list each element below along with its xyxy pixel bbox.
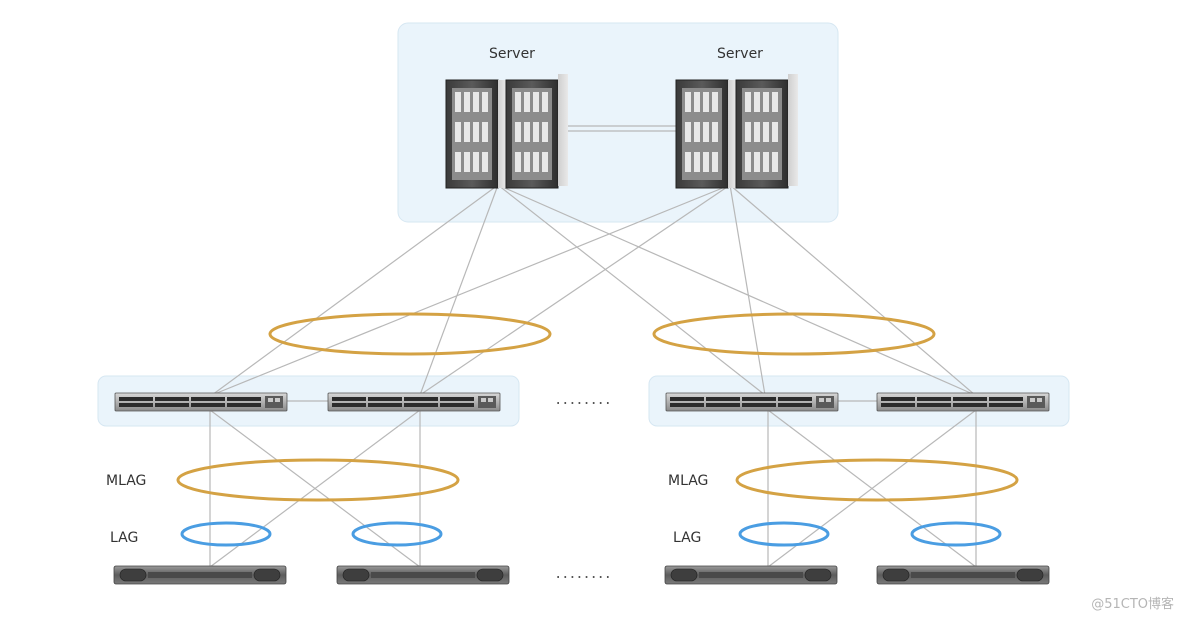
server-left-label: Server [489,46,535,62]
storage-4-icon [876,565,1050,585]
lag-right-label: LAG [673,530,701,546]
switch-1-icon [114,392,288,412]
lag-ring-2 [351,521,443,547]
server-right-label: Server [717,46,763,62]
server-right-icon [675,73,799,189]
lag-ring-3 [738,521,830,547]
mlag-ring-lower-right [735,458,1019,502]
ellipsis-switches: ........ [556,389,613,408]
mlag-ring-lower-left [176,458,460,502]
storage-1-icon [113,565,287,585]
mlag-ring-upper-right [652,312,936,356]
lag-ring-4 [910,521,1002,547]
mlag-left-label: MLAG [106,473,146,489]
mlag-right-label: MLAG [668,473,708,489]
storage-2-icon [336,565,510,585]
lag-left-label: LAG [110,530,138,546]
watermark: @51CTO博客 [1091,596,1174,612]
switch-3-icon [665,392,839,412]
mlag-ring-upper-left [268,312,552,356]
switch-2-icon [327,392,501,412]
network-links [209,125,977,568]
lag-ring-1 [180,521,272,547]
switch-4-icon [876,392,1050,412]
storage-3-icon [664,565,838,585]
server-left-icon [445,73,569,189]
ellipsis-storage: ........ [556,563,613,582]
